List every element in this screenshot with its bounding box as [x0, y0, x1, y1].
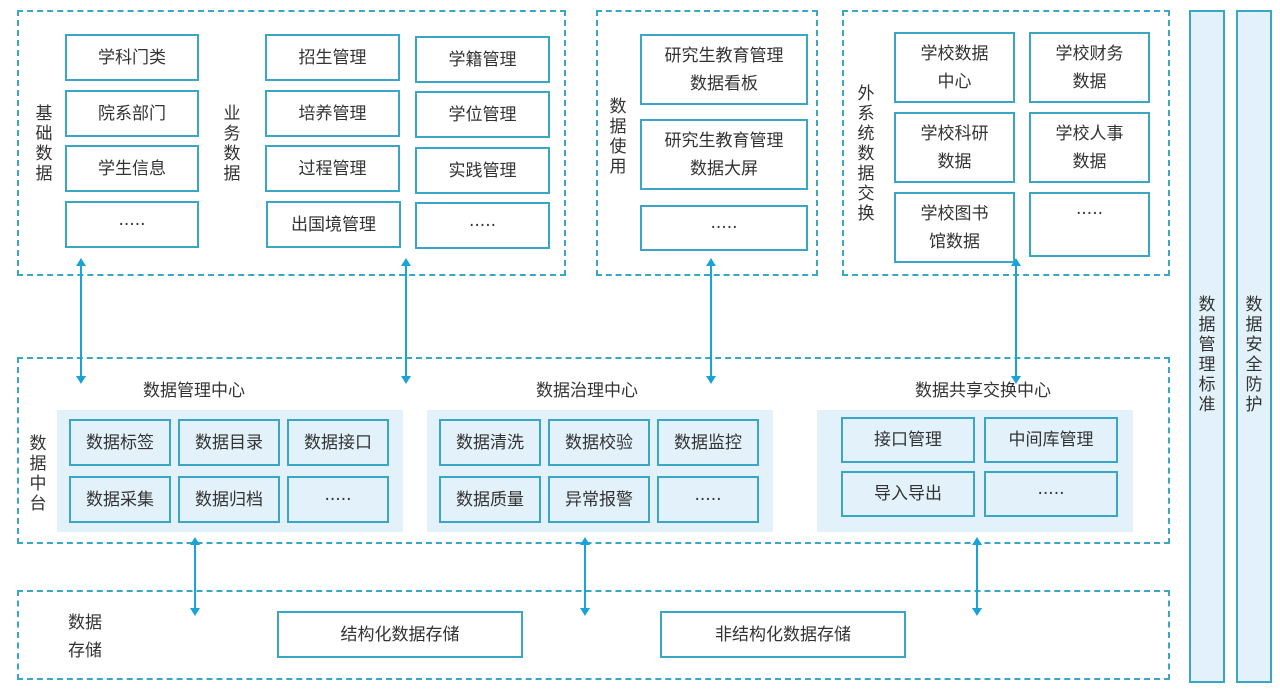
usage-item-more[interactable]: ····· [640, 205, 808, 251]
external-item-research[interactable]: 学校科研数据 [894, 112, 1015, 183]
share-item-interface-mgmt[interactable]: 接口管理 [841, 417, 975, 463]
share-item-import-export[interactable]: 导入导出 [841, 471, 975, 517]
data-security-protection-pillar[interactable]: 数据安全防护 [1236, 10, 1272, 683]
usage-item-big-screen[interactable]: 研究生教育管理数据大屏 [640, 119, 808, 190]
unstructured-storage-box[interactable]: 非结构化数据存储 [660, 611, 906, 658]
business-data-label: 业务数据 [223, 104, 241, 184]
external-item-hr[interactable]: 学校人事数据 [1029, 112, 1150, 183]
governance-center-title: 数据治理中心 [536, 381, 638, 401]
gov-item-validation[interactable]: 数据校验 [548, 419, 650, 466]
business-item-more[interactable]: ····· [415, 202, 550, 249]
external-item-finance[interactable]: 学校财务数据 [1029, 32, 1150, 103]
mgmt-item-collection[interactable]: 数据采集 [69, 476, 171, 523]
data-management-standards-pillar[interactable]: 数据管理标准 [1189, 10, 1225, 683]
data-usage-label: 数据使用 [609, 97, 627, 177]
basic-item-students[interactable]: 学生信息 [65, 145, 199, 192]
data-middle-platform-label: 数据中台 [29, 434, 47, 514]
mgmt-item-interface[interactable]: 数据接口 [287, 419, 389, 466]
data-storage-label-line1: 数据 [68, 613, 102, 633]
management-center-title: 数据管理中心 [143, 381, 245, 401]
basic-data-label: 基础数据 [35, 104, 53, 184]
business-item-enrollment[interactable]: 招生管理 [265, 34, 400, 81]
data-management-standards-label: 数据管理标准 [1198, 295, 1216, 415]
data-storage-label-line2: 存储 [68, 641, 102, 661]
gov-item-cleaning[interactable]: 数据清洗 [439, 419, 541, 466]
data-storage-group [17, 590, 1170, 680]
mgmt-item-tags[interactable]: 数据标签 [69, 419, 171, 466]
mgmt-item-archive[interactable]: 数据归档 [178, 476, 280, 523]
external-exchange-group [842, 10, 1170, 276]
business-item-process[interactable]: 过程管理 [265, 145, 400, 192]
mgmt-item-catalog[interactable]: 数据目录 [178, 419, 280, 466]
external-item-more[interactable]: ····· [1029, 192, 1150, 257]
structured-storage-box[interactable]: 结构化数据存储 [277, 611, 523, 658]
gov-item-quality[interactable]: 数据质量 [439, 476, 541, 523]
external-item-library[interactable]: 学校图书馆数据 [894, 192, 1015, 263]
basic-item-departments[interactable]: 院系部门 [65, 90, 199, 137]
business-item-degree[interactable]: 学位管理 [415, 91, 550, 138]
share-item-intermediate-db[interactable]: 中间库管理 [984, 417, 1118, 463]
data-middle-platform-group [17, 357, 1170, 544]
gov-item-monitoring[interactable]: 数据监控 [657, 419, 759, 466]
business-item-status[interactable]: 学籍管理 [415, 36, 550, 83]
usage-item-dashboard[interactable]: 研究生教育管理数据看板 [640, 34, 808, 105]
gov-item-more[interactable]: ····· [657, 476, 759, 523]
basic-business-data-group [17, 10, 566, 276]
sharing-center-title: 数据共享交换中心 [915, 381, 1051, 401]
business-item-practice[interactable]: 实践管理 [415, 147, 550, 194]
business-item-overseas[interactable]: 出国境管理 [266, 201, 401, 248]
share-item-more[interactable]: ····· [984, 471, 1118, 517]
external-item-data-center[interactable]: 学校数据中心 [894, 32, 1015, 103]
data-security-protection-label: 数据安全防护 [1245, 295, 1263, 415]
gov-item-alarm[interactable]: 异常报警 [548, 476, 650, 523]
mgmt-item-more[interactable]: ····· [287, 476, 389, 523]
business-item-training[interactable]: 培养管理 [265, 90, 400, 137]
external-exchange-label: 外系统数据交换 [857, 84, 875, 224]
basic-item-more[interactable]: ····· [65, 201, 199, 248]
basic-item-discipline[interactable]: 学科门类 [65, 34, 199, 81]
